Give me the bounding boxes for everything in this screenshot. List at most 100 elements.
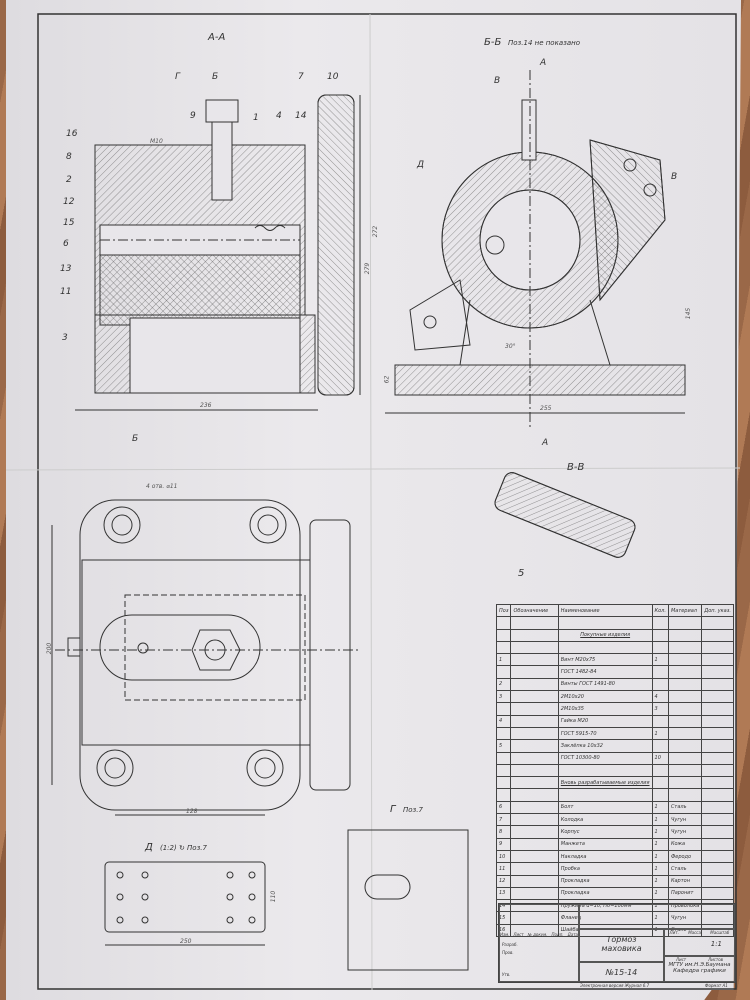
sign-label: Подп. <box>551 932 564 937</box>
org-line1: МГТУ им.Н.Э.Баумана <box>668 962 731 968</box>
cut-label: В <box>671 172 678 182</box>
lit-label: Лит. <box>669 930 679 935</box>
table-cell <box>510 653 559 667</box>
approved-label: Утв. <box>502 972 511 977</box>
table-cell: Чугун <box>667 911 703 925</box>
dimension: 4 отв. ⌀11 <box>146 483 178 490</box>
table-cell <box>651 739 669 753</box>
table-cell <box>701 677 734 692</box>
column-header: Поз <box>495 603 512 618</box>
view-g-label: Г <box>390 804 396 815</box>
dimension: 272 <box>372 225 380 238</box>
table-cell: 1 <box>651 726 669 741</box>
mass-label: Масса <box>688 930 701 935</box>
table-cell: 11 <box>495 862 512 876</box>
top-view-drawing <box>51 499 360 816</box>
table-cell <box>667 665 703 679</box>
table-cell: 5 <box>495 739 512 753</box>
column-header: Доп. указ. <box>701 603 734 618</box>
table-cell: Феродо <box>667 849 703 864</box>
table-cell <box>510 849 559 864</box>
table-cell <box>701 763 734 778</box>
cut-label: В <box>494 76 501 86</box>
table-cell <box>495 640 512 655</box>
table-cell <box>495 763 512 778</box>
table-cell <box>510 776 559 790</box>
table-cell: Чугун <box>667 813 703 827</box>
table-cell <box>557 640 653 655</box>
table-cell: 4 <box>651 690 669 704</box>
table-cell: 12 <box>495 874 512 888</box>
table-cell <box>667 690 703 704</box>
table-row: Вновь разрабатываемые изделия <box>495 776 734 790</box>
fold-line <box>5 467 741 471</box>
table-cell: 3 <box>495 690 512 704</box>
cut-label: Б <box>132 434 139 444</box>
table-cell <box>701 726 734 741</box>
table-cell <box>667 788 703 802</box>
table-cell <box>667 763 703 778</box>
dimension: 250 <box>180 938 192 945</box>
table-cell: Проволока <box>667 899 703 913</box>
table-cell <box>701 653 734 667</box>
table-cell <box>651 616 669 630</box>
table-cell <box>701 628 734 642</box>
table-cell: Корпус <box>557 825 653 839</box>
lit-mass-scale: Лит. Масса Масштаб 1:1 <box>664 929 735 956</box>
table-cell: Пробка <box>557 862 653 876</box>
view-g-note: Поз.7 <box>403 806 423 814</box>
table-cell: Сталь <box>667 800 703 815</box>
table-cell: 8 <box>495 825 512 839</box>
table-cell <box>510 665 559 679</box>
cut-label: А <box>540 58 547 68</box>
table-cell <box>701 714 734 728</box>
table-cell <box>701 923 734 938</box>
table-cell <box>701 825 734 839</box>
table-cell <box>510 899 559 913</box>
dimension: 145 <box>685 307 693 320</box>
table-cell: 1 <box>495 653 512 667</box>
table-cell <box>701 813 734 827</box>
callout-number: 8 <box>66 152 72 162</box>
callout-number: 9 <box>190 111 196 121</box>
table-cell <box>495 726 512 741</box>
table-cell <box>701 862 734 876</box>
table-cell: 1 <box>651 825 669 839</box>
table-cell <box>701 849 734 864</box>
table-cell <box>701 690 734 704</box>
table-cell: Колодка <box>557 813 653 827</box>
table-cell <box>701 640 734 655</box>
table-cell <box>495 788 512 802</box>
cut-label: Г <box>175 72 181 82</box>
table-cell <box>651 763 669 778</box>
table-cell <box>510 726 559 741</box>
document-code: №15-14 <box>579 962 664 982</box>
table-cell: 2 <box>495 677 512 692</box>
table-cell <box>667 653 703 667</box>
table-cell: 10 <box>495 849 512 864</box>
table-cell <box>510 788 559 802</box>
section-vv-drawing <box>494 472 636 558</box>
title-block: Изм. Лист № докум. Подп. Дата Разраб. Пр… <box>498 903 736 983</box>
table-cell <box>510 886 559 901</box>
frame-border <box>37 13 737 990</box>
section-bb-label: Б-Б <box>484 37 502 48</box>
table-cell: 1 <box>651 800 669 815</box>
cut-label: Д <box>417 160 425 170</box>
table-cell <box>651 640 669 655</box>
table-row: ГОСТ 1482-84 <box>495 665 734 679</box>
table-cell: 3 <box>651 702 669 716</box>
table-cell: 9 <box>495 837 512 851</box>
dimension: 62 <box>383 375 391 384</box>
table-cell <box>667 702 703 716</box>
table-cell <box>701 616 734 630</box>
column-header: Материал <box>667 603 703 618</box>
